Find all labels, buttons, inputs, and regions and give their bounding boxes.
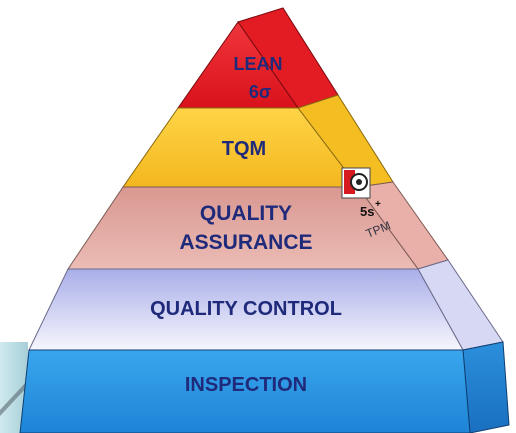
- badge-5s-superscript: +: [375, 199, 381, 210]
- level-label-inspection: INSPECTION: [185, 374, 307, 396]
- level-label-lean-line1: LEAN: [234, 54, 283, 74]
- level-label-tqm: TQM: [222, 138, 266, 160]
- level-label-lean-line2: 6σ: [249, 82, 271, 102]
- level-label-qc: QUALITY CONTROL: [150, 298, 342, 320]
- pyramid-level-inspection: INSPECTION: [19, 349, 471, 433]
- pyramid-level-tqm: TQM: [122, 107, 360, 188]
- level-label-qa-line2: ASSURANCE: [179, 231, 312, 254]
- side-face-inspection: [462, 341, 510, 433]
- pyramid-level-quality-control: QUALITY CONTROL: [28, 268, 464, 351]
- pyramid-level-quality-assurance: QUALITY ASSURANCE: [67, 186, 419, 270]
- level-label-qa-line1: QUALITY: [200, 202, 292, 225]
- badge-5s-label: 5s: [360, 204, 374, 219]
- corner-decoration: [0, 342, 28, 433]
- pyramid-side-faces: [237, 7, 510, 433]
